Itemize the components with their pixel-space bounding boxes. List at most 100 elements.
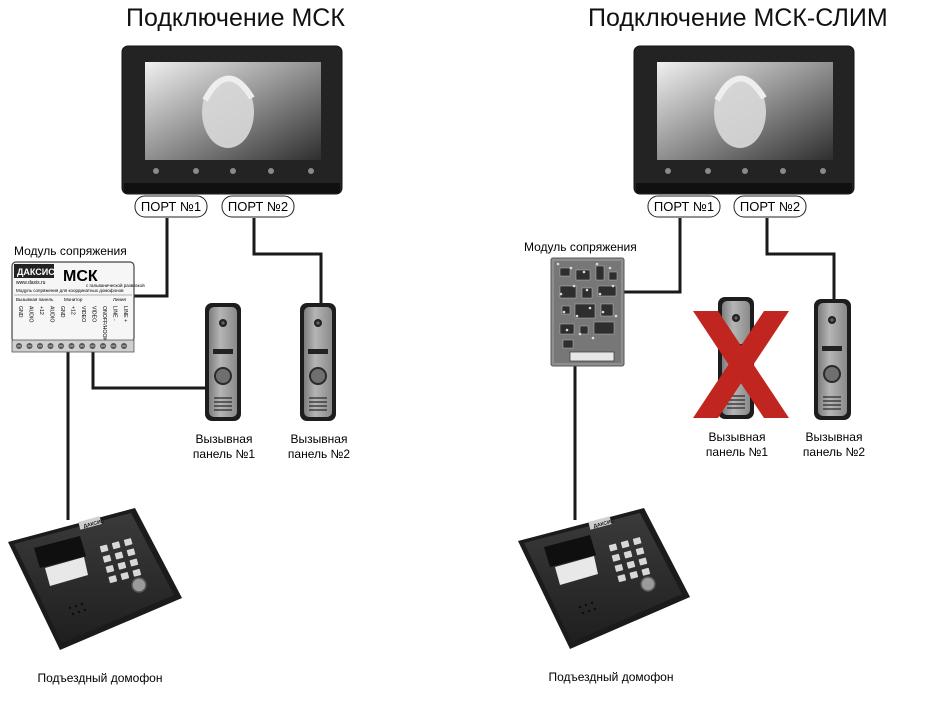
keypad-key [129,558,139,568]
pcb-solder-point [614,314,618,318]
pcb-solder-point [559,292,563,296]
module-pin-label: LINE + [122,306,128,322]
keypad-right [608,536,651,583]
pcb-solder-point [556,262,560,266]
module-group-panel: Вызывная панель [16,297,54,302]
keypad-key [614,563,624,573]
pcb-solder-point [569,266,573,270]
module-label-right: Модуль сопряжения [524,240,637,254]
module-brand: ДАКСИС [17,267,55,277]
call-panel-2-right [814,299,851,420]
monitor-buttons-right [665,168,826,174]
module-pin-label: +12 [70,306,76,315]
module-pin-label: GND [59,306,65,318]
intercom-left: ДАКСИС [8,508,182,650]
pcb-solder-point [588,306,592,310]
port2-right: ПОРТ №2 [733,195,807,218]
right-scheme: ПОРТ №1 ПОРТ №2 Модуль сопряжения Вызы [518,45,866,684]
keypad-key [99,543,109,553]
keypad-key [626,560,636,570]
pcb-solder-point [595,262,599,266]
pcb-components [556,262,618,349]
intercom-label-left: Подъездный домофон [38,671,163,685]
module-pin-label: ONOFF/HOOK [101,306,107,341]
pcb-solder-point [562,310,566,314]
cross-mark-icon [693,311,789,418]
wire-port1-module [130,218,169,298]
pcb-solder-point [608,266,612,270]
pcb-solder-point [611,284,615,288]
module-msk: ДАКСИС МСК www.daxis.ru с гальванической… [11,261,145,353]
module-pin-label: VIDEO [91,306,97,322]
pcb-component [581,287,593,299]
keypad-key [131,568,142,578]
port2-left: ПОРТ №2 [221,195,295,218]
wire-port2-panel2 [252,218,323,303]
pcb-solder-point [585,288,589,292]
keypad-key [628,570,639,580]
keypad-key [102,554,112,564]
left-scheme: ПОРТ №1 ПОРТ №2 Модуль сопряжения ДАКСИС… [8,45,351,685]
title-left: Подключение МСК [126,4,345,32]
svg-text:ПОРТ №2: ПОРТ №2 [228,199,288,214]
keypad-key [623,550,633,559]
module-model: МСК [63,268,98,285]
call-panel-1-left [205,303,241,421]
keypad-left [99,537,142,584]
pcb-component [561,305,571,315]
monitor-buttons-left [153,168,314,174]
pcb-component [600,303,614,317]
wire-port1-module-right [624,218,682,294]
module-group-line: Линия [113,297,126,302]
port1-right: ПОРТ №1 [647,195,721,218]
keypad-key [638,557,648,567]
wire-module-panel1 [91,352,205,390]
port1-left: ПОРТ №1 [134,195,208,218]
intercom-brand-right: ДАКСИС [593,518,615,529]
module-pin-label: LINE - [112,306,118,321]
pcb-solder-point [575,314,579,318]
module-pin-label: AUDIO [49,306,55,322]
pcb-component [595,265,605,281]
module-tagline: с гальванической развязкой [86,282,145,288]
keypad-key [111,540,121,550]
keypad-key [123,537,133,547]
pcb-solder-point [598,292,602,296]
intercom-label-right: Подъездный домофон [549,670,674,684]
pcb-component [559,267,571,277]
keypad-key [126,547,136,557]
svg-text:ПОРТ №1: ПОРТ №1 [141,199,201,214]
module-label-left: Модуль сопряжения [14,244,127,258]
module-site: www.daxis.ru [16,280,46,286]
panel1-label-line1-left: Вызывная [196,432,253,446]
module-pin-label: +12 [38,306,44,315]
pcb-solder-point [572,284,576,288]
keypad-key [608,542,618,552]
panel1-label-line1-right: Вызывная [709,430,766,444]
panel2-label-line2-right: панель №2 [803,445,866,459]
pcb-solder-point [591,336,595,340]
wires-right [573,218,836,520]
keypad-key [114,551,124,560]
keypad-key [119,571,130,581]
title-right: Подключение МСК-СЛИМ [588,4,888,32]
panel1-label-line2-left: панель №1 [193,447,256,461]
pcb-component [562,339,574,349]
keypad-key [632,536,642,546]
keypad-key [620,539,630,549]
keypad-key [105,564,115,574]
module-pin-label: VIDEO [80,306,86,322]
wire-port2-panel2-right [765,218,836,303]
module-pin-label: AUDIO [28,306,34,322]
pcb-solder-point [565,328,569,332]
pcb-component [575,269,591,281]
pcb-component [597,285,617,297]
monitor-right [633,45,855,195]
module-pin-label: GND [17,306,23,318]
pcb-solder-point [601,310,605,314]
module-desc: Модуль сопряжения для координатных домоф… [16,288,124,293]
svg-text:ПОРТ №2: ПОРТ №2 [740,199,800,214]
pcb-component [559,285,577,299]
module-group-monitor: Монитор [64,297,83,302]
panel2-label-line2-left: панель №2 [288,447,351,461]
